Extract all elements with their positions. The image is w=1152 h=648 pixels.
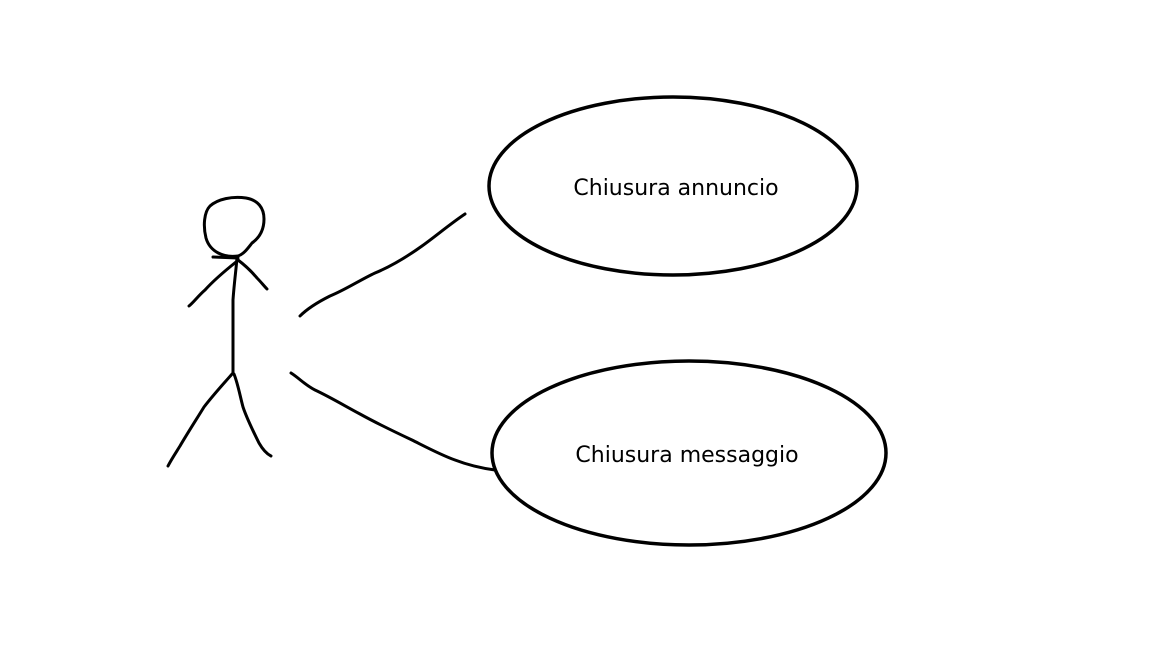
use-case-label: Chiusura annuncio (573, 176, 778, 201)
association-line-annuncio (298, 212, 467, 318)
actor-right-arm (236, 258, 269, 291)
association-line-messaggio (289, 371, 497, 472)
use-case-label: Chiusura messaggio (575, 443, 798, 468)
actor-body (231, 256, 239, 374)
actor-right-leg (232, 372, 273, 458)
use-case-ellipse (490, 359, 888, 547)
actor-left-arm (187, 260, 238, 308)
actor-neck (211, 255, 240, 260)
actor (166, 195, 273, 468)
use-case-chiusura-messaggio: Chiusura messaggio (490, 359, 888, 547)
use-case-ellipse (487, 95, 859, 277)
actor-head (202, 195, 266, 258)
actor-left-leg (166, 371, 235, 468)
use-case-chiusura-annuncio: Chiusura annuncio (487, 95, 859, 277)
